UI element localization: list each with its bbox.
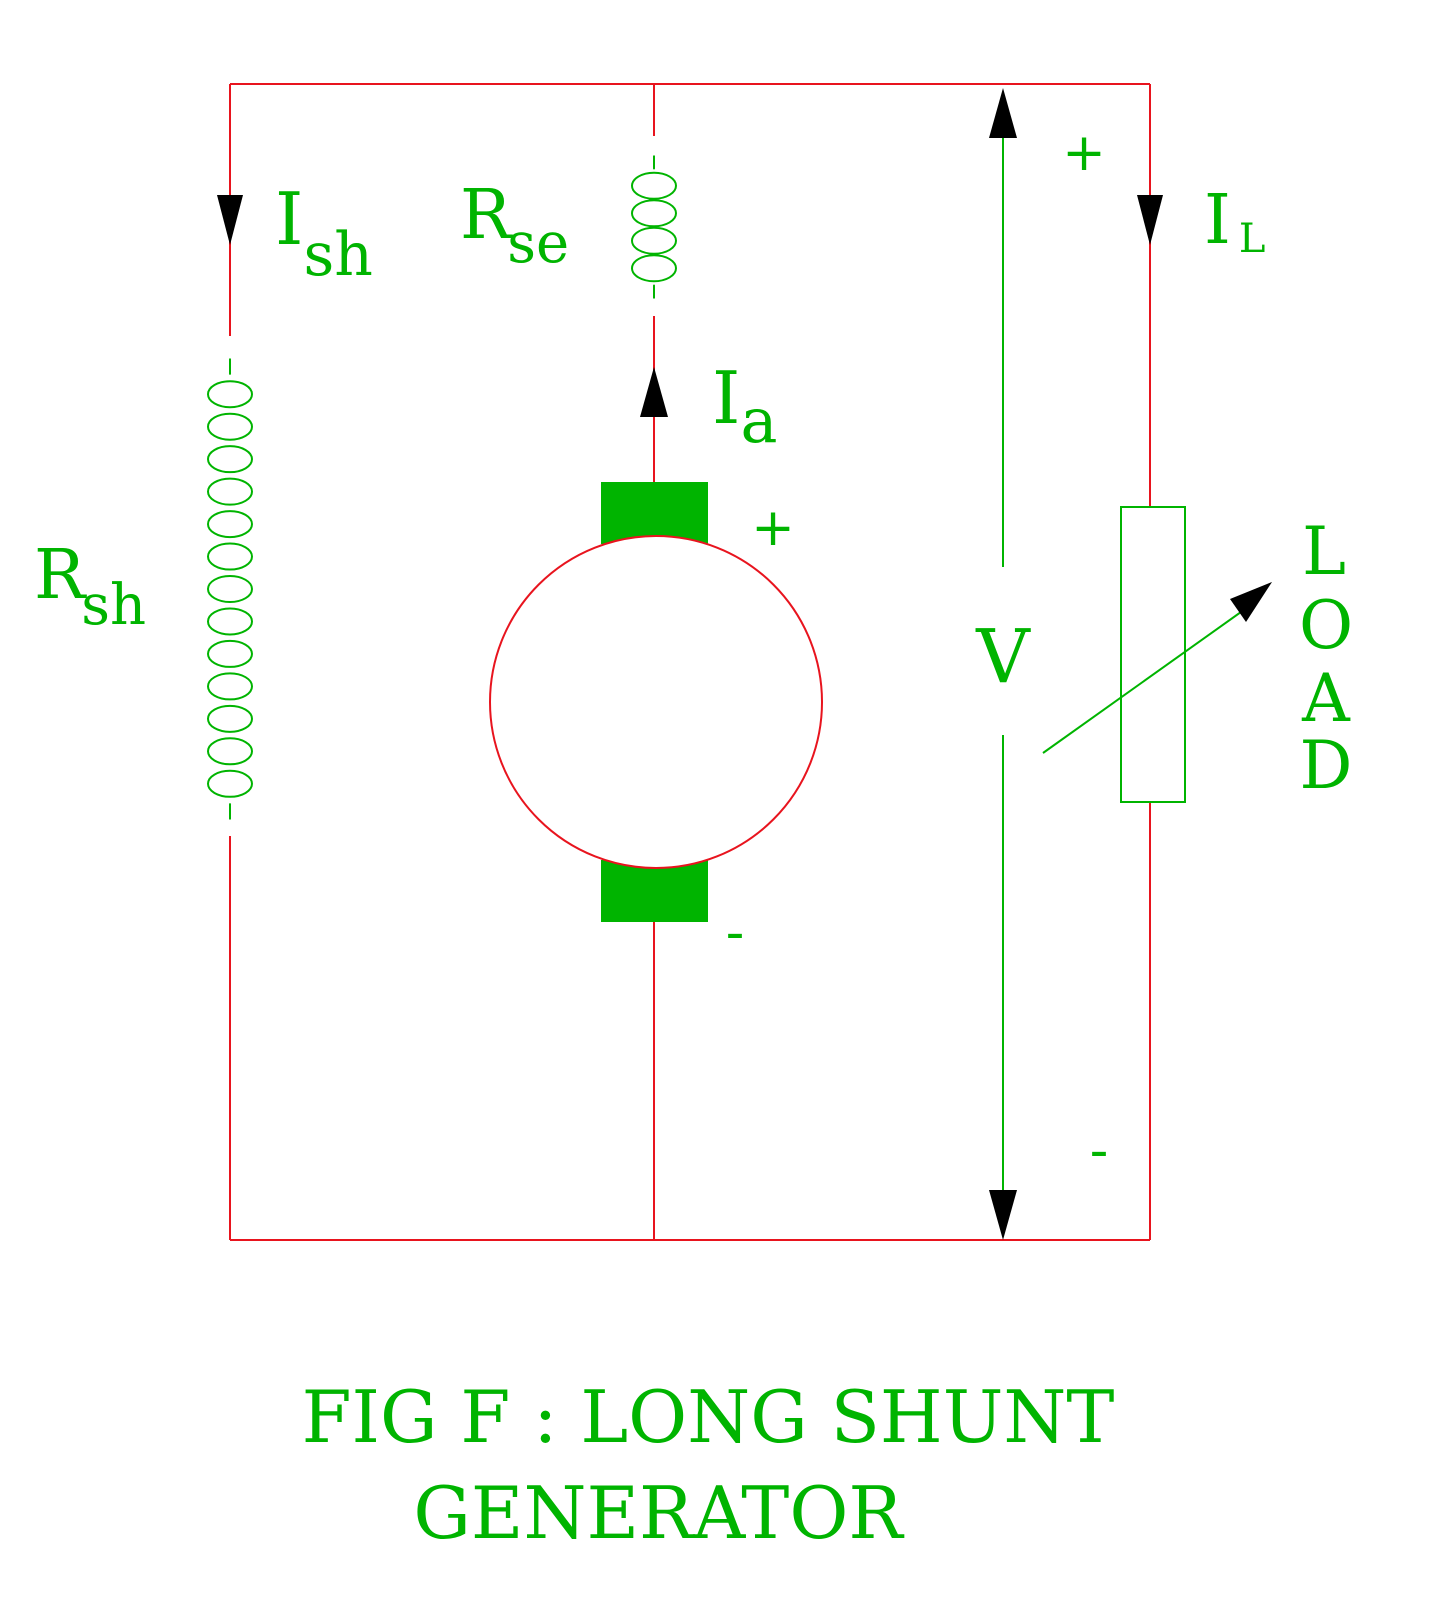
shunt-current-arrow bbox=[217, 195, 243, 245]
load-letter: D bbox=[1300, 727, 1353, 804]
armature-plus-sign: + bbox=[751, 498, 795, 558]
armature-minus-sign: - bbox=[726, 903, 745, 963]
voltage-label: V bbox=[975, 614, 1031, 700]
armature-current-arrow bbox=[640, 367, 668, 417]
voltage-arrow-up bbox=[989, 88, 1017, 138]
shunt-coil-loops bbox=[206, 358, 253, 820]
armature-circle bbox=[489, 535, 823, 869]
figure-caption-line2: GENERATOR bbox=[413, 1471, 904, 1555]
armature-brush-bottom bbox=[601, 860, 708, 922]
variable-load bbox=[1042, 506, 1272, 803]
series-coil-loops bbox=[630, 155, 677, 299]
terminal-minus-sign: - bbox=[1090, 1121, 1109, 1181]
variable-arrow-head bbox=[1230, 582, 1272, 622]
load-resistor bbox=[1120, 506, 1186, 803]
voltage-indicator bbox=[989, 88, 1017, 1240]
variable-arrow-line bbox=[1042, 601, 1256, 754]
load-letter: A bbox=[1301, 660, 1351, 737]
shunt-resistance-label: Rsh bbox=[34, 536, 146, 638]
shunt-current-label: Ish bbox=[275, 177, 373, 290]
figure-caption-line1: FIG F : LONG SHUNT bbox=[302, 1375, 1115, 1459]
shunt-field-coil bbox=[206, 358, 253, 820]
voltage-arrow-down bbox=[989, 1190, 1017, 1240]
load-label: L O A D bbox=[1299, 513, 1353, 804]
armature-brush-top bbox=[601, 482, 708, 544]
load-letter: O bbox=[1299, 587, 1353, 664]
series-field-coil bbox=[630, 155, 677, 299]
terminal-plus-sign: + bbox=[1062, 123, 1106, 183]
armature-current-label: Ia bbox=[712, 356, 777, 457]
load-letter: L bbox=[1302, 513, 1346, 590]
series-resistance-label: Rse bbox=[460, 176, 569, 276]
load-current-arrow bbox=[1137, 195, 1163, 245]
armature bbox=[489, 482, 823, 922]
